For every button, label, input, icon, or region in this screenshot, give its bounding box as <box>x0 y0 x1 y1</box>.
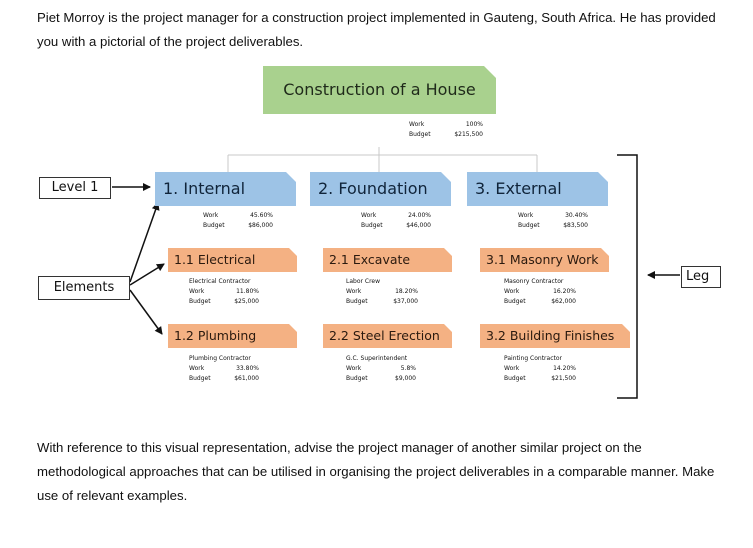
level1-info-internal: Work 45.60% Budget $86,000 <box>203 211 273 231</box>
budget-value: $9,000 <box>395 375 416 382</box>
level2-info-plumbing: Plumbing Contractor Work 33.80% Budget $61… <box>189 354 259 384</box>
work-label: Work <box>346 288 362 295</box>
work-value: 5.8% <box>400 365 416 372</box>
role-text: Labor Crew <box>346 278 380 285</box>
work-value: 24.00% <box>408 212 431 219</box>
level2-box-steel-erection: 2.2 Steel Erection <box>323 324 452 348</box>
leg-bracket <box>617 154 638 399</box>
role-text: Painting Contractor <box>504 355 562 362</box>
level2-info-masonry: Masonry Contractor Work 16.20% Budget $62,… <box>504 277 576 307</box>
budget-label: Budget <box>346 298 368 305</box>
tree-connectors <box>227 147 538 172</box>
budget-value: $61,000 <box>234 375 259 382</box>
level2-info-excavate: Labor Crew Work 18.20% Budget $37,000 <box>346 277 418 307</box>
level2-info-steel-erection: G.C. Superintendent Work 5.8% Budget $9,00… <box>346 354 416 384</box>
level1-label: Level 1 <box>39 177 111 199</box>
level1-info-external: Work 30.40% Budget $83,500 <box>518 211 588 231</box>
work-value: 16.20% <box>553 288 576 295</box>
work-value: 30.40% <box>565 212 588 219</box>
elements-label: Elements <box>38 276 130 300</box>
budget-label: Budget <box>189 375 211 382</box>
budget-value: $62,000 <box>551 298 576 305</box>
work-label: Work <box>203 212 219 219</box>
work-value: 45.60% <box>250 212 273 219</box>
budget-label: Budget <box>504 298 526 305</box>
role-text: G.C. Superintendent <box>346 355 408 362</box>
work-value: 100% <box>465 121 483 128</box>
level2-box-excavate: 2.1 Excavate <box>323 248 452 272</box>
budget-label: Budget <box>361 222 383 229</box>
budget-label: Budget <box>518 222 540 229</box>
level2-box-plumbing: 1.2 Plumbing <box>168 324 297 348</box>
leg-label: Leg <box>681 266 721 288</box>
budget-value: $86,000 <box>248 222 273 229</box>
level1-box-foundation: 2. Foundation <box>310 172 451 206</box>
work-value: 33.80% <box>236 365 259 372</box>
budget-value: $21,500 <box>551 375 576 382</box>
question-text: With reference to this visual representa… <box>37 440 715 503</box>
work-label: Work <box>409 121 425 128</box>
work-label: Work <box>361 212 377 219</box>
level1-box-internal: 1. Internal <box>155 172 296 206</box>
level2-box-electrical: 1.1 Electrical <box>168 248 297 272</box>
work-label: Work <box>518 212 534 219</box>
budget-label: Budget <box>409 131 431 138</box>
level2-info-electrical: Electrical Contractor Work 11.80% Budget $… <box>189 277 259 307</box>
work-label: Work <box>346 365 362 372</box>
level2-info-building-finishes: Painting Contractor Work 14.20% Budget $21… <box>504 354 576 384</box>
role-text: Plumbing Contractor <box>189 355 251 362</box>
role-text: Masonry Contractor <box>504 278 564 285</box>
elements-arrows <box>129 202 165 335</box>
root-info: Work 100% Budget $215,500 <box>409 120 483 140</box>
budget-value: $37,000 <box>393 298 418 305</box>
work-label: Work <box>504 288 520 295</box>
budget-label: Budget <box>203 222 225 229</box>
work-value: 14.20% <box>553 365 576 372</box>
work-value: 18.20% <box>395 288 418 295</box>
work-value: 11.80% <box>236 288 259 295</box>
work-label: Work <box>189 288 205 295</box>
budget-label: Budget <box>189 298 211 305</box>
work-label: Work <box>189 365 205 372</box>
level1-box-external: 3. External <box>467 172 608 206</box>
root-deliverable-box: Construction of a House <box>263 66 496 114</box>
budget-value: $25,000 <box>234 298 259 305</box>
level1-info-foundation: Work 24.00% Budget $46,000 <box>361 211 431 231</box>
work-label: Work <box>504 365 520 372</box>
level2-box-building-finishes: 3.2 Building Finishes <box>480 324 630 348</box>
role-text: Electrical Contractor <box>189 278 251 285</box>
budget-label: Budget <box>504 375 526 382</box>
budget-label: Budget <box>346 375 368 382</box>
intro-text: Piet Morroy is the project manager for a… <box>37 10 716 49</box>
budget-value: $46,000 <box>406 222 431 229</box>
level2-box-masonry: 3.1 Masonry Work <box>480 248 609 272</box>
budget-value: $83,500 <box>563 222 588 229</box>
budget-value: $215,500 <box>454 131 483 138</box>
